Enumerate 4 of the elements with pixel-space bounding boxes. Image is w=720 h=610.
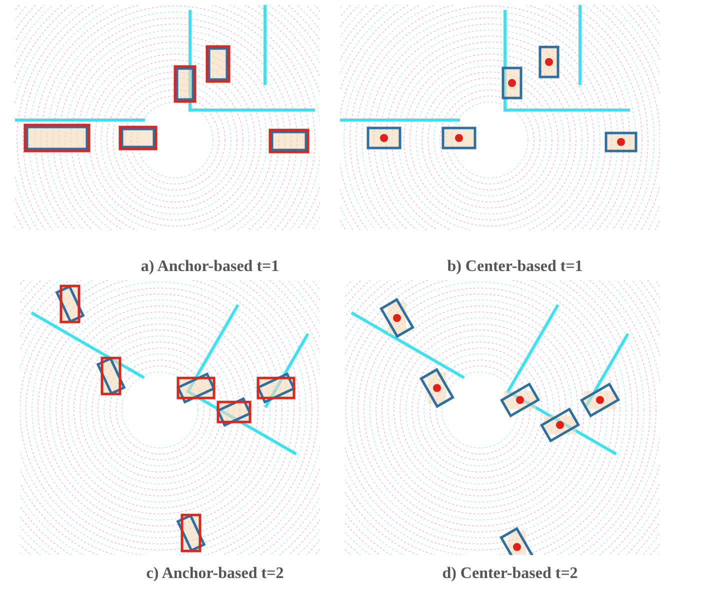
panel-caption: c) Anchor-based t=2 [146,565,284,583]
panel-caption: d) Center-based t=2 [442,565,578,583]
panel-caption: b) Center-based t=1 [447,258,583,276]
panel-caption: a) Anchor-based t=1 [140,258,280,276]
